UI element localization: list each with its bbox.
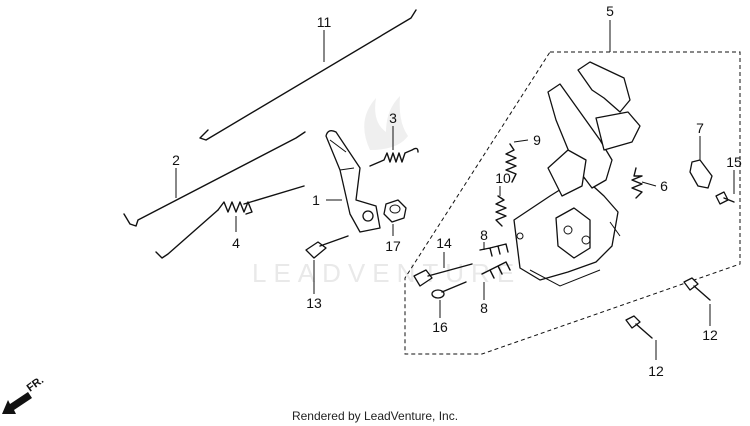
callout-8-upper: 8 — [480, 227, 488, 243]
collar-17 — [383, 199, 407, 223]
spring-3 — [369, 147, 419, 167]
spring-9 — [505, 143, 517, 183]
callout-5: 5 — [606, 3, 614, 19]
callout-12-right: 12 — [702, 327, 718, 343]
callout-15: 15 — [726, 154, 742, 170]
bolt-13 — [305, 235, 349, 259]
callout-4: 4 — [232, 235, 240, 251]
spring-8-upper — [479, 243, 509, 257]
callout-2: 2 — [172, 152, 180, 168]
bolt-16 — [431, 281, 467, 299]
spring-4 — [155, 185, 305, 259]
rod-2 — [123, 131, 306, 227]
callout-8-lower: 8 — [480, 300, 488, 316]
lever-1 — [325, 130, 381, 233]
watermark-text: LEADVENTURE — [252, 258, 521, 288]
spring-8-lower — [481, 261, 511, 279]
callout-10: 10 — [495, 170, 511, 186]
callout-12-lower: 12 — [648, 363, 664, 379]
callout-6: 6 — [660, 178, 668, 194]
screw-15 — [715, 191, 735, 205]
callout-13: 13 — [306, 295, 322, 311]
watermark: LEADVENTURE — [252, 96, 521, 288]
bolt-12-right — [683, 277, 711, 301]
direction-label: FR. — [25, 374, 46, 394]
clip-7 — [689, 159, 713, 189]
front-direction-indicator: FR. — [2, 374, 46, 414]
callout-numbers: 11 5 2 3 9 7 15 6 10 1 4 17 14 8 8 13 16… — [172, 3, 742, 379]
callout-9: 9 — [533, 132, 541, 148]
leader-lines — [175, 20, 735, 360]
footer-credit: Rendered by LeadVenture, Inc. — [292, 409, 458, 423]
spring-10 — [495, 195, 507, 227]
callout-17: 17 — [385, 238, 401, 254]
bolt-12-lower — [625, 315, 653, 339]
callout-1: 1 — [312, 192, 320, 208]
callout-14: 14 — [436, 235, 452, 251]
assembly-boundary — [404, 51, 741, 355]
rod-11 — [199, 9, 417, 141]
direction-arrow-icon — [2, 392, 32, 414]
callout-11: 11 — [317, 14, 332, 30]
callout-7: 7 — [696, 120, 704, 136]
bolt-14 — [413, 263, 473, 287]
spring-6 — [631, 167, 643, 199]
callout-3: 3 — [389, 110, 397, 126]
control-base-5 — [513, 61, 641, 287]
callout-16: 16 — [432, 319, 448, 335]
